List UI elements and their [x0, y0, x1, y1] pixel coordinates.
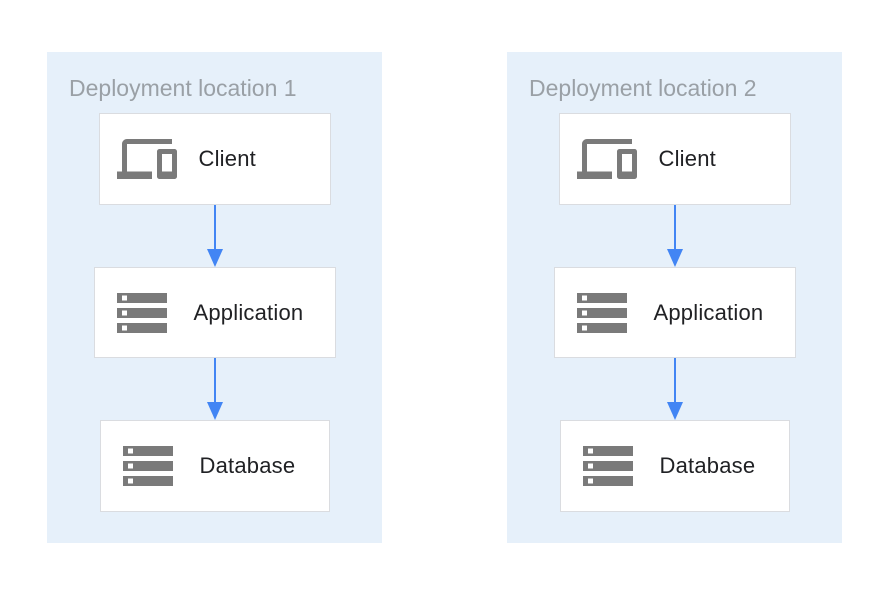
arrow-down-icon — [665, 205, 685, 267]
storage-icon — [572, 283, 632, 343]
node-application: Application — [553, 267, 796, 358]
node-label: Application — [193, 299, 304, 325]
node-database: Database — [559, 420, 790, 512]
storage-icon — [578, 436, 638, 496]
arrow-down-icon — [665, 358, 685, 420]
deployment-panel-1: Deployment location 1 Client Application — [47, 52, 382, 543]
node-label: Client — [198, 146, 256, 171]
node-database: Database — [99, 420, 330, 512]
node-client: Client — [98, 113, 331, 205]
node-label: Application — [653, 299, 764, 325]
devices-icon — [116, 129, 177, 189]
node-label: Client — [658, 146, 716, 171]
deployment-panel-2: Deployment location 2 Client Application — [507, 52, 842, 543]
panel-title: Deployment location 2 — [529, 75, 757, 101]
node-client: Client — [558, 113, 791, 205]
panel-title: Deployment location 1 — [69, 75, 297, 101]
devices-icon — [576, 129, 637, 189]
arrow-down-icon — [205, 358, 225, 420]
storage-icon — [118, 436, 178, 496]
node-application: Application — [93, 267, 336, 358]
storage-icon — [112, 283, 172, 343]
node-label: Database — [659, 453, 756, 478]
node-label: Database — [199, 453, 296, 478]
arrow-down-icon — [205, 205, 225, 267]
